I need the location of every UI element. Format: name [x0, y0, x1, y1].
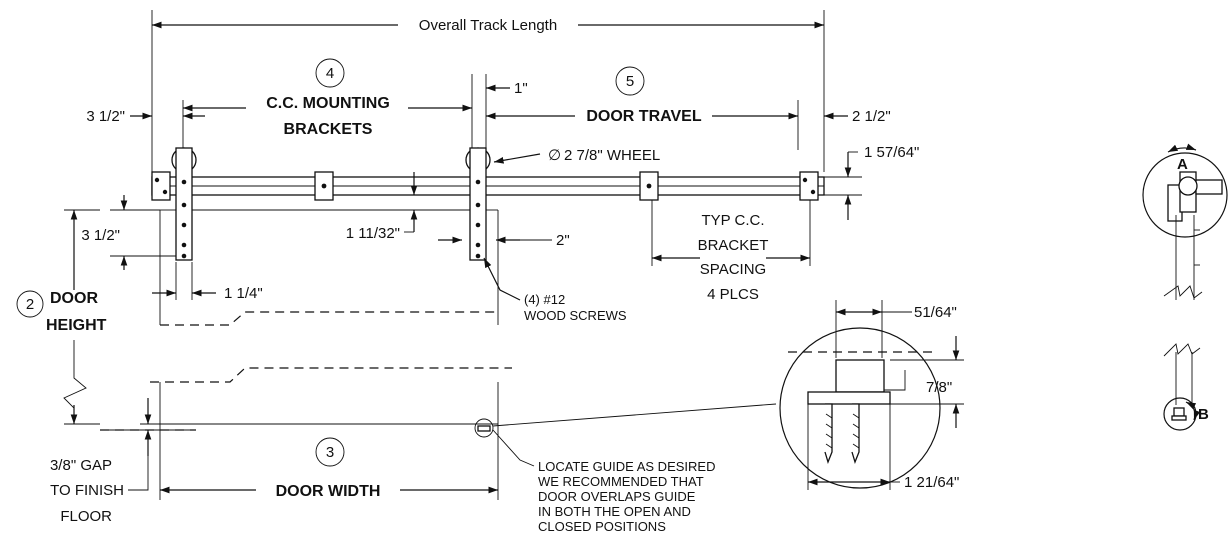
svg-text:TYP C.C.: TYP C.C. — [701, 212, 764, 229]
svg-text:CLOSED POSITIONS: CLOSED POSITIONS — [538, 519, 666, 534]
side-view-a: A — [1142, 143, 1228, 300]
cc-mounting-label-1: C.C. MOUNTING — [266, 95, 390, 112]
cc-mounting-label-2: BRACKETS — [284, 121, 373, 138]
guide-height-dimension: 7/8" — [890, 336, 964, 428]
one-inch-dimension: 1" — [471, 74, 528, 148]
door-travel-dimension: DOOR TRAVEL — [486, 100, 799, 150]
one-inch-label: 1" — [514, 80, 528, 97]
bracket-gap-dimension: 1 11/32" — [346, 172, 470, 242]
bracket-drop-label: 3 1/2" — [81, 227, 120, 244]
guide-base-dimension: 1 21/64" — [807, 404, 959, 491]
wheel-callout: ∅ 2 7/8" WHEEL — [493, 147, 660, 164]
svg-text:5: 5 — [626, 73, 634, 90]
left-offset-dimension: 3 1/2" — [86, 100, 205, 148]
door-panel — [140, 209, 512, 435]
bracket-width-label: 1 1/4" — [224, 285, 263, 302]
track-rail — [151, 176, 825, 196]
guide-base-label: 1 21/64" — [904, 474, 959, 491]
floor-gap-label-3: FLOOR — [60, 508, 112, 525]
bracket-width-dimension: 1 1/4" — [152, 262, 263, 302]
cc-mounting-brackets-dimension: C.C. MOUNTING BRACKETS — [183, 95, 472, 138]
typ-bracket-spacing-dimension: TYP C.C. BRACKET SPACING 4 PLCS — [651, 200, 811, 303]
svg-text:IN BOTH THE OPEN AND: IN BOTH THE OPEN AND — [538, 504, 691, 519]
floor-gap-label-2: TO FINISH — [50, 482, 124, 499]
track-height-label: 1 57/64" — [864, 144, 919, 161]
overall-track-length-label: Overall Track Length — [419, 17, 557, 34]
right-hanger-strap — [465, 147, 491, 261]
view-a-label: A — [1177, 156, 1188, 173]
bracket-gap-label: 1 11/32" — [346, 225, 400, 242]
svg-text:DOOR OVERLAPS GUIDE: DOOR OVERLAPS GUIDE — [538, 489, 696, 504]
right-offset-label: 2 1/2" — [852, 108, 891, 125]
left-offset-label: 3 1/2" — [86, 108, 125, 125]
guide-width-dimension: 51/64" — [835, 300, 957, 358]
svg-text:2: 2 — [26, 296, 34, 313]
callout-4: 4 — [315, 58, 345, 88]
view-b-label: B — [1198, 406, 1209, 423]
track-brackets — [151, 171, 819, 201]
svg-text:SPACING: SPACING — [700, 261, 766, 278]
guide-location-note: LOCATE GUIDE AS DESIRED WE RECOMMENDED T… — [538, 459, 715, 534]
svg-text:3: 3 — [326, 444, 334, 461]
door-width-label: DOOR WIDTH — [276, 483, 381, 500]
right-offset-dimension: 2 1/2" — [824, 108, 891, 125]
wood-screws-label-2: WOOD SCREWS — [524, 308, 627, 323]
floor-guide-detail — [779, 327, 941, 489]
left-hanger-strap — [171, 147, 197, 261]
two-inch-label: 2" — [556, 232, 570, 249]
door-travel-label: DOOR TRAVEL — [586, 108, 701, 125]
floor-gap-dimension: 3/8" GAP TO FINISH FLOOR — [50, 398, 196, 525]
floor-gap-label-1: 3/8" GAP — [50, 457, 112, 474]
svg-text:WE RECOMMENDED THAT: WE RECOMMENDED THAT — [538, 474, 704, 489]
track-height-dimension: 1 57/64" — [812, 144, 919, 220]
svg-text:BRACKET: BRACKET — [698, 237, 769, 254]
door-height-label-2: HEIGHT — [46, 317, 107, 334]
door-height-label-1: DOOR — [50, 290, 98, 307]
wood-screws-label-1: (4) #12 — [524, 292, 565, 307]
svg-text:LOCATE GUIDE AS DESIRED: LOCATE GUIDE AS DESIRED — [538, 459, 715, 474]
svg-text:4: 4 — [326, 65, 334, 82]
callout-5: 5 — [615, 66, 645, 96]
bracket-drop-dimension: 3 1/2" — [81, 195, 176, 270]
side-view-b: B — [1163, 343, 1209, 431]
guide-width-label: 51/64" — [914, 304, 957, 321]
floor-guide-small — [474, 403, 777, 467]
svg-text:4 PLCS: 4 PLCS — [707, 286, 759, 303]
guide-height-label: 7/8" — [926, 379, 952, 396]
door-height-dimension: 2 DOOR HEIGHT — [16, 209, 107, 425]
wood-screws-callout: (4) #12 WOOD SCREWS — [483, 257, 627, 323]
wheel-symbol: ∅ — [548, 147, 561, 164]
two-inch-dimension: 2" — [438, 232, 570, 249]
callout-2 — [16, 290, 44, 318]
callout-3 — [315, 437, 345, 467]
door-width-dimension: 3 DOOR WIDTH — [159, 435, 499, 500]
overall-track-length-dimension: Overall Track Length — [151, 10, 825, 172]
wheel-label: 2 7/8" WHEEL — [564, 147, 660, 164]
